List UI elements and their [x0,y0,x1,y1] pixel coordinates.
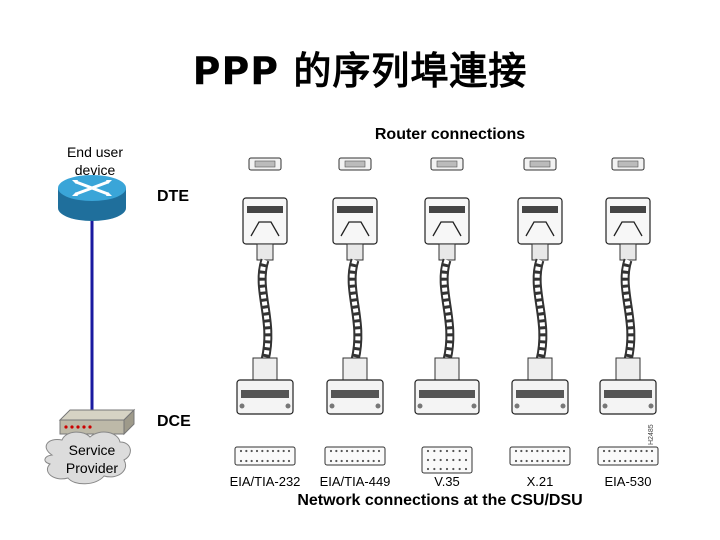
service-provider-line-2: Provider [65,460,119,476]
network-connections-label: Network connections at the CSU/DSU [297,492,583,509]
cloud-icon [44,431,131,485]
csu-dsu-icon [58,408,136,436]
serial-cable-5 [597,157,659,466]
dce-label: DCE [157,413,191,430]
service-provider-line-1: Service [68,442,116,458]
service-provider-label: Service Provider [52,441,132,477]
csu-dsu-port [324,446,386,466]
router-icon [58,175,126,221]
standard-label-5: EIA-530 [604,474,652,489]
dte-connector [605,197,651,245]
standard-label-1: EIA/TIA-232 [229,474,301,489]
router-connections-label: Router connections [374,126,526,143]
serial-cable-1 [234,157,296,466]
standard-label-3: V.35 [434,474,460,489]
csu-dsu-port [597,446,659,466]
end-user-line-1: End user [66,144,124,160]
dte-connector [242,197,288,245]
serial-cable-2 [324,157,386,466]
csu-dsu-port [509,446,571,466]
csu-dsu-port [234,446,296,466]
end-user-device-label: End user device [52,143,138,179]
standard-label-4: X.21 [526,474,554,489]
end-user-line-2: device [74,162,116,178]
standard-label-2: EIA/TIA-449 [319,474,391,489]
dte-label: DTE [157,188,189,205]
dte-connector [332,197,378,245]
dte-connector [517,197,563,245]
serial-cable-4 [509,157,571,466]
page-title: PPP 的序列埠連接 [192,49,528,93]
serial-cable-3 [414,157,480,474]
dte-connector [424,197,470,245]
